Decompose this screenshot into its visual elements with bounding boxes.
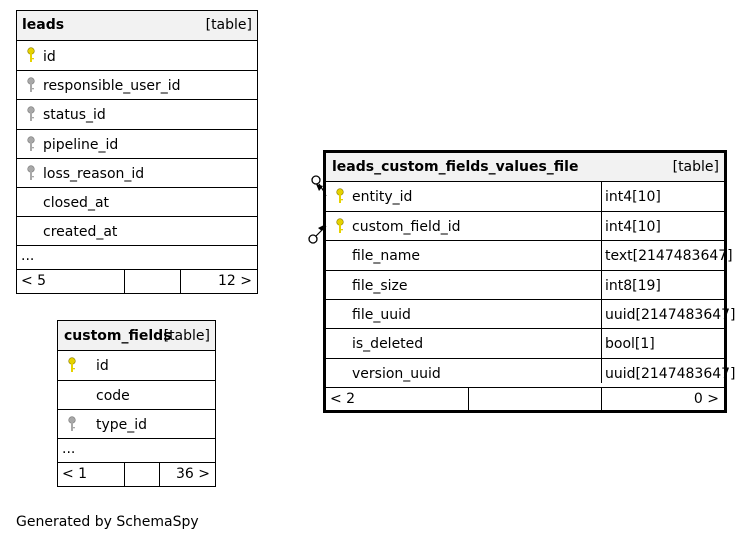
column-row: id [17,41,257,71]
table-custom-fields[interactable]: custom_fields [table] id code type_id ..… [57,320,216,487]
more-columns-ellipsis: ... [17,246,257,270]
column-row: type_id [58,410,215,439]
child-count: 36 > [176,466,210,482]
table-type: [table] [205,17,252,33]
column-row: file_name text[2147483647] [326,241,733,271]
relationship-origin-circle [311,175,321,185]
column-name: id [96,358,109,374]
column-name: file_uuid [352,307,411,323]
column-row: status_id [17,100,257,130]
column-row: pipeline_id [17,130,257,159]
column-name: id [43,49,56,65]
column-name: custom_field_id [352,219,461,235]
column-type: text[2147483647] [605,248,733,264]
column-type: uuid[2147483647] [605,366,736,382]
column-name: responsible_user_id [43,78,181,94]
relationship-line [315,225,327,237]
foreign-key-icon [27,136,35,152]
table-name: custom_fields [64,328,172,344]
column-row: entity_id int4[10] [326,182,724,212]
relationship-custom-field-id [308,224,327,244]
column-row: closed_at [17,188,257,217]
column-name: created_at [43,224,118,240]
primary-key-icon [336,218,344,234]
footer-divider [601,388,602,410]
column-type: bool[1] [605,336,655,352]
column-name: status_id [43,107,106,123]
column-divider [601,182,602,383]
relationship-origin-circle [308,234,318,244]
footer-divider [124,463,125,486]
primary-key-icon [68,357,76,373]
column-row: loss_reason_id [17,159,257,188]
foreign-key-icon [27,77,35,93]
table-type: [table] [672,159,719,175]
relationship-arrowhead [316,184,323,191]
footer-divider [180,270,181,293]
ellipsis-text: ... [21,248,35,264]
column-row: file_size int8[19] [326,271,724,300]
table-leads[interactable]: leads [table] id responsible_user_id sta… [16,10,258,294]
child-count: 0 > [693,391,719,407]
column-row: code [58,381,215,410]
column-row: responsible_user_id [17,71,257,100]
table-header: leads_custom_fields_values_file [table] [326,153,724,182]
footer-divider [124,270,125,293]
parent-count: < 1 [62,466,88,482]
parent-count: < 2 [330,391,356,407]
column-row: created_at [17,217,257,246]
column-type: int8[19] [605,278,661,294]
table-header: leads [table] [17,11,257,41]
column-name: pipeline_id [43,137,119,153]
primary-key-icon [336,188,344,204]
ellipsis-text: ... [62,441,76,457]
primary-key-icon [27,47,35,63]
table-leads-custom-fields-values-file[interactable]: leads_custom_fields_values_file [table] … [323,150,736,413]
column-type: int4[10] [605,219,661,235]
table-header: custom_fields [table] [58,321,215,351]
footer-divider [159,463,160,486]
table-type: [table] [163,328,210,344]
column-type: uuid[2147483647] [605,307,736,323]
table-footer: < 2 0 > [326,388,724,410]
footer-divider [468,388,469,410]
column-type: int4[10] [605,189,661,205]
column-name: version_uuid [352,366,441,382]
table-name: leads_custom_fields_values_file [332,159,579,175]
foreign-key-icon [27,165,35,181]
column-name: closed_at [43,195,110,211]
generated-by-note: Generated by SchemaSpy [16,514,199,530]
parent-count: < 5 [21,273,47,289]
child-count: 12 > [218,273,252,289]
foreign-key-icon [68,416,76,432]
table-name: leads [22,17,65,33]
column-name: code [96,388,130,404]
column-name: loss_reason_id [43,166,145,182]
column-name: file_name [352,248,421,264]
table-footer: < 1 36 > [58,463,215,486]
table-footer: < 5 12 > [17,270,257,293]
column-row: file_uuid uuid[2147483647] [326,300,736,329]
relationship-entity-id [311,175,327,197]
relationship-arrowhead [318,224,326,231]
column-row: version_uuid uuid[2147483647] [326,359,736,388]
column-name: entity_id [352,189,413,205]
column-row: is_deleted bool[1] [326,329,724,359]
column-name: type_id [96,417,148,433]
column-name: file_size [352,278,408,294]
more-columns-ellipsis: ... [58,439,215,463]
column-row: custom_field_id int4[10] [326,212,724,241]
column-row: id [58,351,215,381]
column-name: is_deleted [352,336,424,352]
foreign-key-icon [27,106,35,122]
